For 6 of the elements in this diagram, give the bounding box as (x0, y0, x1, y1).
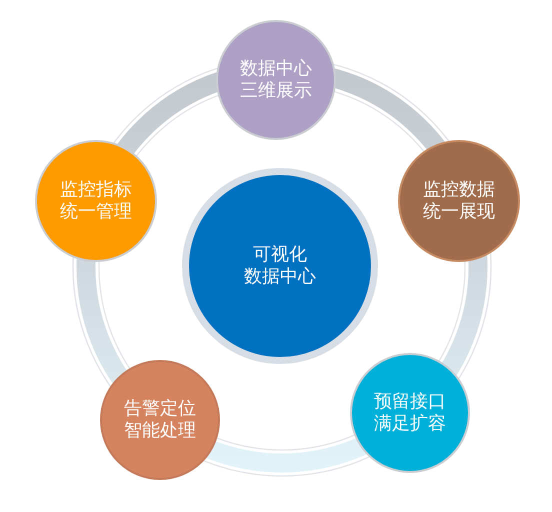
circle-label: 数据中心三维展示 (240, 58, 312, 102)
circle-label: 监控数据统一展现 (423, 179, 495, 223)
circle-label: 预留接口满足扩容 (374, 391, 446, 435)
circle-label: 可视化数据中心 (244, 244, 316, 288)
circle-label: 监控指标统一管理 (60, 179, 132, 223)
circle-label: 告警定位智能处理 (124, 398, 196, 442)
